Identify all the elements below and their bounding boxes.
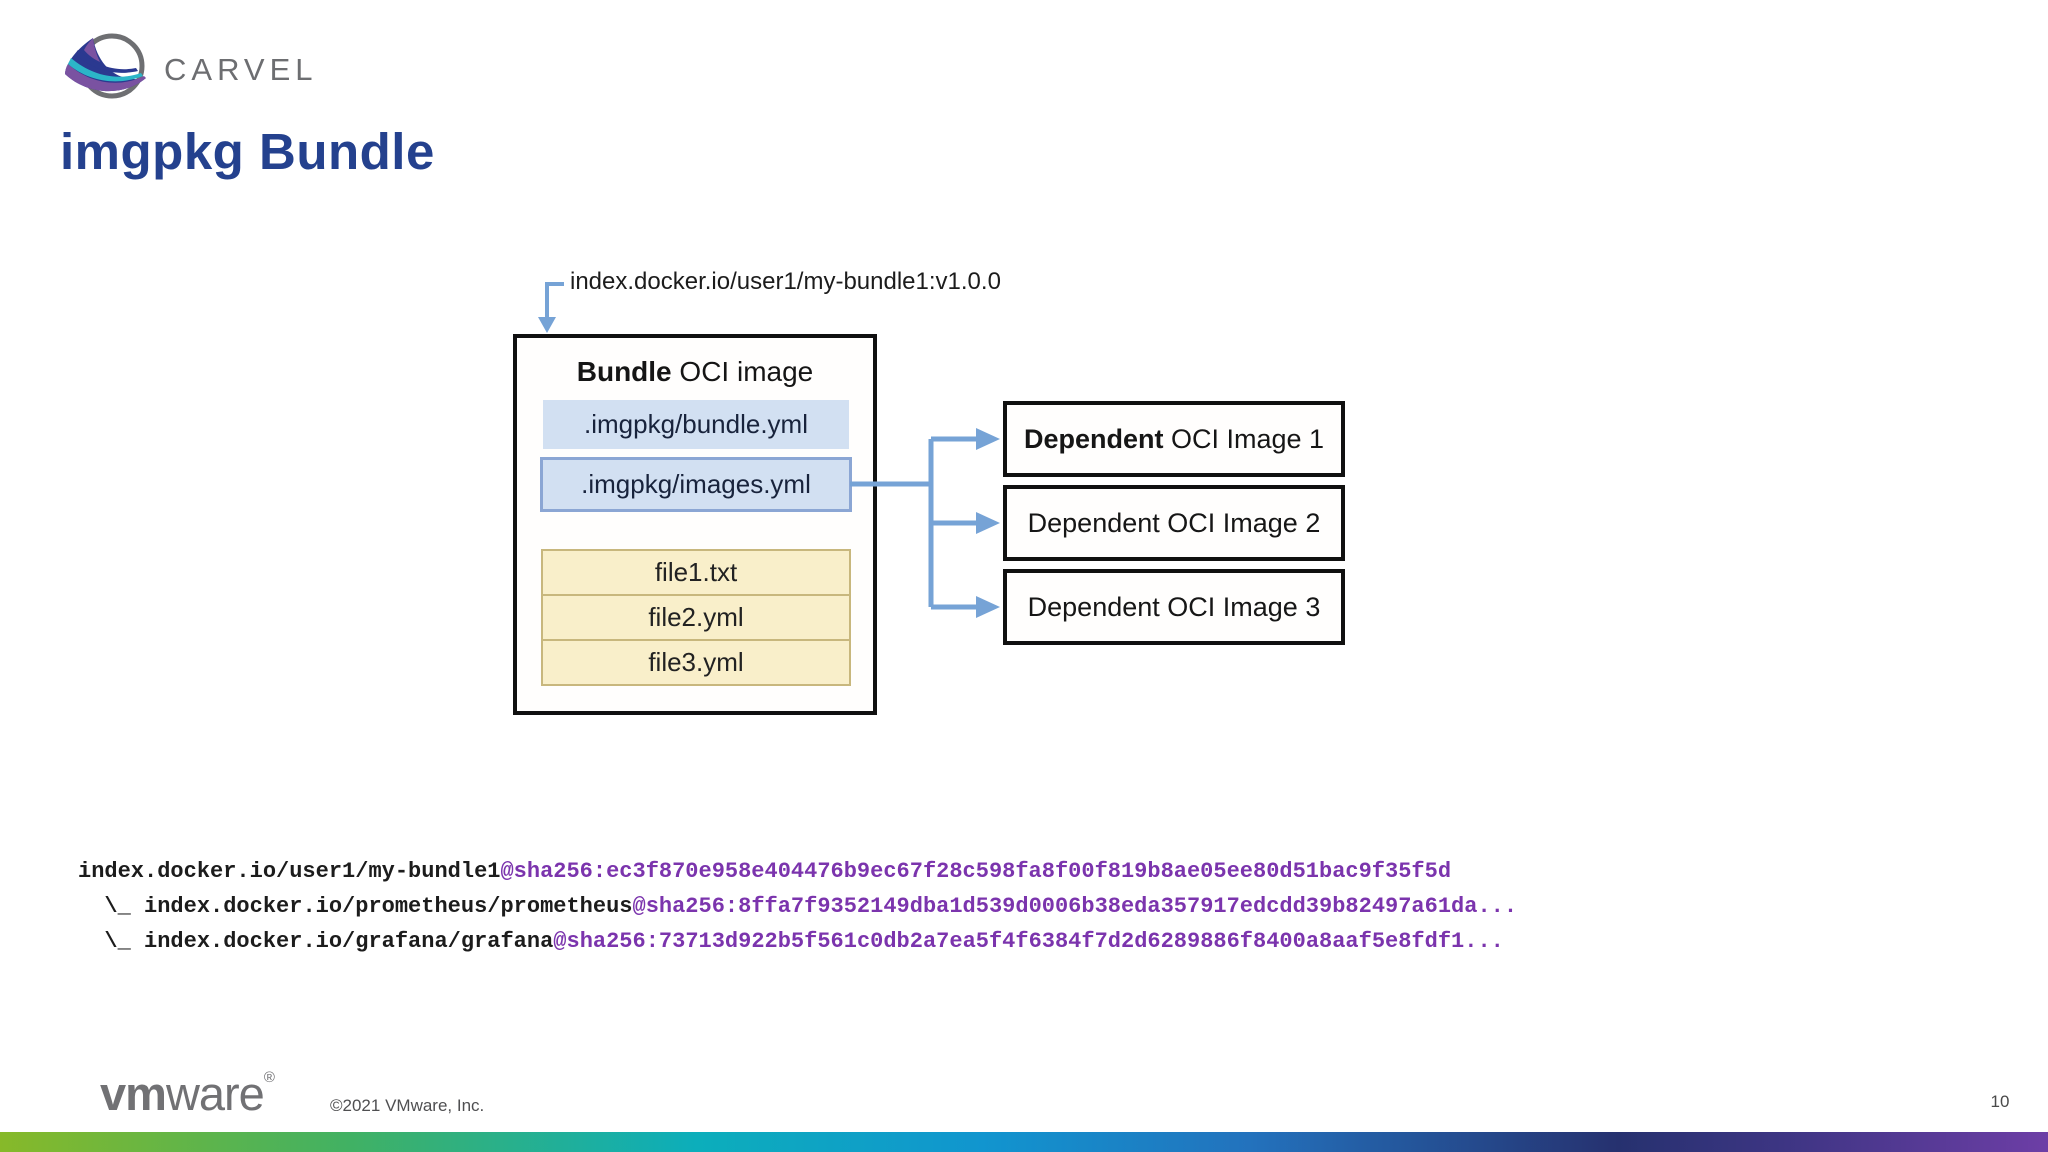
file-row: file2.yml [541,594,851,641]
vmware-logo-ware: ware [165,1067,265,1120]
carvel-hammock-icon [65,33,146,99]
dependent-1-rest: OCI Image 1 [1163,423,1325,454]
arrowhead-dep-1 [976,428,1000,450]
arrowhead-dep-2 [976,512,1000,534]
dependent-oci-image-2-box: Dependent OCI Image 2 [1003,485,1345,561]
digest-line-name: index.docker.io/user1/my-bundle1 [78,859,501,884]
bundle-box-title-bold: Bundle [576,356,672,387]
footer-gradient-bar [0,1132,2048,1152]
carvel-wordmark: CARVEL [164,52,318,87]
page-title: imgpkg Bundle [60,123,435,180]
vmware-logo: vmware® [100,1066,275,1121]
dependent-1-bold: Dependent [1023,423,1164,454]
copyright-notice: ©2021 VMware, Inc. [330,1096,485,1115]
digest-line-sha: @sha256:73713d922b5f561c0db2a7ea5f4f6384… [553,929,1504,954]
bundle-oci-image-box: Bundle OCI image .imgpkg/bundle.yml .img… [513,334,877,715]
images-yml-box: .imgpkg/images.yml [540,457,852,512]
carvel-logo: CARVEL [56,26,318,108]
bundle-ref-label: index.docker.io/user1/my-bundle1:v1.0.0 [570,268,1001,295]
digest-line-bundle: index.docker.io/user1/my-bundle1@sha256:… [78,854,1517,889]
bundle-box-title: Bundle OCI image [517,356,873,388]
dependent-2-rest: Dependent OCI Image 2 [1027,507,1321,538]
arrowhead-dep-3 [976,596,1000,618]
file-row: file3.yml [541,639,851,686]
ref-label-arrow [545,282,564,317]
digest-line-grafana: \_ index.docker.io/grafana/grafana@sha25… [78,924,1517,959]
dependent-oci-image-3-box: Dependent OCI Image 3 [1003,569,1345,645]
vmware-logo-vm: vm [100,1067,167,1120]
digest-line-prometheus: \_ index.docker.io/prometheus/prometheus… [78,889,1517,924]
bundle-yml-box: .imgpkg/bundle.yml [543,400,849,449]
dependent-3-rest: Dependent OCI Image 3 [1027,591,1321,622]
digest-line-sha: @sha256:ec3f870e958e404476b9ec67f28c598f… [500,859,1452,884]
bundle-box-title-rest: OCI image [671,356,814,387]
dependent-oci-image-1-box: Dependent OCI Image 1 [1003,401,1345,477]
digest-line-prefix: \_ [78,894,145,919]
digest-line-name: index.docker.io/prometheus/prometheus [144,894,633,919]
digest-line-name: index.docker.io/grafana/grafana [144,929,554,954]
file-row: file1.txt [541,549,851,596]
registered-trademark-icon: ® [263,1069,275,1086]
ref-label-arrowhead [538,317,556,333]
digest-line-sha: @sha256:8ffa7f9352149dba1d539d0006b38eda… [632,894,1518,919]
page-number: 10 [1990,1092,2010,1111]
file-stack: file1.txt file2.yml file3.yml [541,549,851,686]
digest-line-prefix: \_ [78,929,145,954]
image-digest-listing: index.docker.io/user1/my-bundle1@sha256:… [78,854,1517,959]
